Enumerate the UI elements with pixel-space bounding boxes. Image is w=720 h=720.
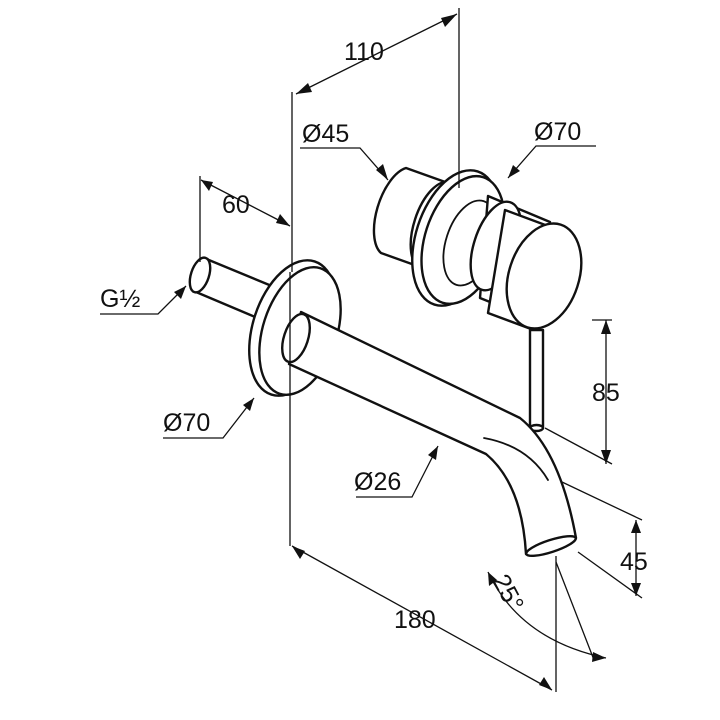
spout-outlet [525, 534, 577, 558]
label-height-45: 45 [620, 548, 648, 576]
extension-lines [199, 8, 643, 692]
spout-assembly [188, 256, 578, 558]
spout-highlight [483, 437, 549, 481]
label-diameter-70-spout: Ø70 [163, 409, 210, 437]
leader-lines [100, 145, 596, 498]
label-length-180: 180 [394, 606, 436, 634]
label-diameter-70-valve: Ø70 [534, 118, 581, 146]
label-diameter-26: Ø26 [354, 468, 401, 496]
valve-handle-face [505, 222, 583, 330]
dimension-lines [200, 13, 641, 691]
connection-pipe-end [188, 256, 212, 294]
valve-lever [528, 328, 545, 430]
label-length-110: 110 [344, 38, 384, 66]
label-thread-g-half: G½ [100, 285, 140, 313]
spout-root-face [281, 312, 311, 364]
label-length-60: 60 [222, 191, 250, 219]
label-diameter-45: Ø45 [302, 120, 349, 148]
valve-assembly [372, 166, 583, 433]
dimension-labels: 110 60 Ø45 Ø70 G½ Ø70 Ø26 85 45 25° 180 [100, 38, 648, 634]
label-height-85: 85 [592, 379, 620, 407]
